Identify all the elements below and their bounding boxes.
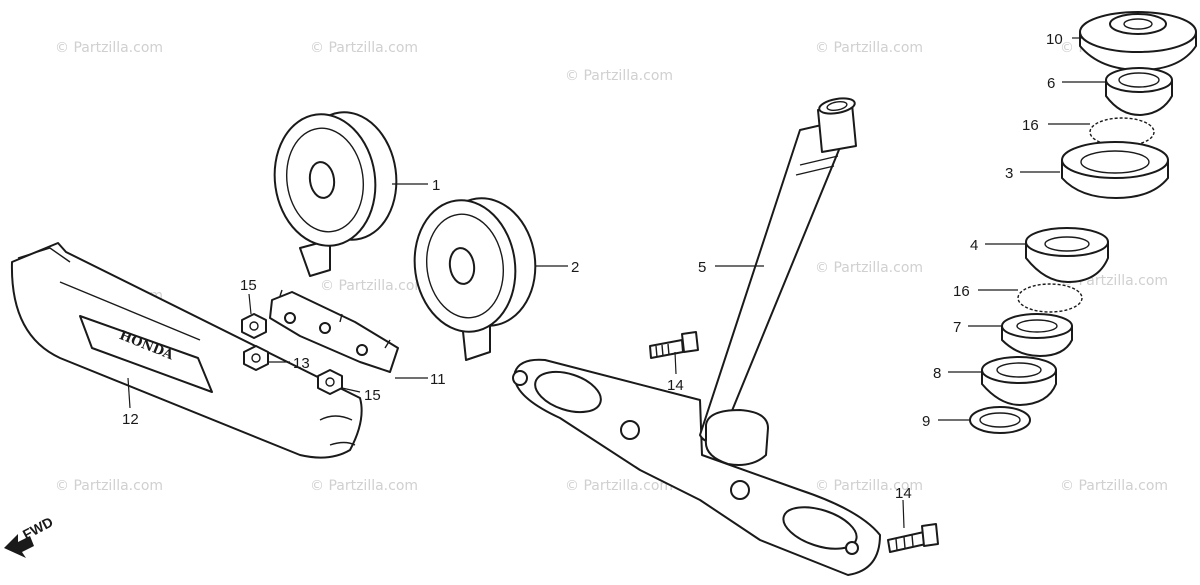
callout-12: 12 [122, 411, 139, 428]
part-14a-bolt [649, 331, 699, 359]
watermark: © Partzilla.com [320, 278, 428, 294]
callout-15b: 15 [364, 387, 381, 404]
callouts: 1 2 3 4 5 6 7 8 9 10 11 12 13 14 14 15 1… [122, 31, 1063, 502]
fwd-label: FWD [20, 514, 56, 543]
watermark: © Partzilla.com [310, 478, 418, 494]
part-14b-bolt [887, 523, 939, 553]
callout-1: 1 [432, 177, 440, 194]
callout-8: 8 [933, 365, 941, 382]
callout-10: 10 [1046, 31, 1063, 48]
callout-4: 4 [970, 237, 978, 254]
watermark: © Partzilla.com [565, 68, 673, 84]
part-2-horn [413, 197, 537, 361]
fwd-arrow-icon [4, 534, 34, 558]
part-8-dust-seal [981, 356, 1057, 406]
callout-7: 7 [953, 319, 961, 336]
watermark: © Partzilla.com [1060, 478, 1168, 494]
part-3-race [1061, 141, 1169, 199]
watermark: © Partzilla.com [55, 478, 163, 494]
callout-15a: 15 [240, 277, 257, 294]
callout-13: 13 [293, 355, 310, 372]
leader-lines [127, 37, 1106, 529]
part-4-race [1025, 227, 1109, 283]
callout-2: 2 [571, 259, 579, 276]
part-9-washer [969, 406, 1031, 434]
part-6-top-race [1105, 67, 1173, 116]
watermark: © Partzilla.com [815, 40, 923, 56]
callout-16a: 16 [1022, 117, 1039, 134]
watermark: © Partzilla.com [815, 478, 923, 494]
part-15b-nut [317, 369, 343, 395]
part-11-horn-bracket [269, 289, 399, 373]
callout-5: 5 [698, 259, 706, 276]
watermark: © Partzilla.com [55, 40, 163, 56]
part-7-race [1001, 313, 1073, 357]
callout-14b: 14 [895, 485, 912, 502]
part-12-front-cover: HONDA [10, 242, 363, 459]
part-15a-nut [241, 313, 267, 339]
part-16b-steel-balls [1017, 283, 1083, 313]
watermark: © Partzilla.com [815, 260, 923, 276]
callout-3: 3 [1005, 165, 1013, 182]
part-5-steering-stem [512, 97, 881, 576]
callout-6: 6 [1047, 75, 1055, 92]
callout-16b: 16 [953, 283, 970, 300]
part-13-nut [243, 345, 269, 371]
part-10-stem-nut [1079, 11, 1197, 71]
watermark: © Partzilla.com [565, 478, 673, 494]
callout-9: 9 [922, 413, 930, 430]
callout-14a: 14 [667, 377, 684, 394]
callout-11: 11 [430, 371, 446, 388]
watermark: © Partzilla.com [310, 40, 418, 56]
part-1-horn [273, 111, 398, 277]
fwd-indicator: FWD [4, 514, 56, 558]
